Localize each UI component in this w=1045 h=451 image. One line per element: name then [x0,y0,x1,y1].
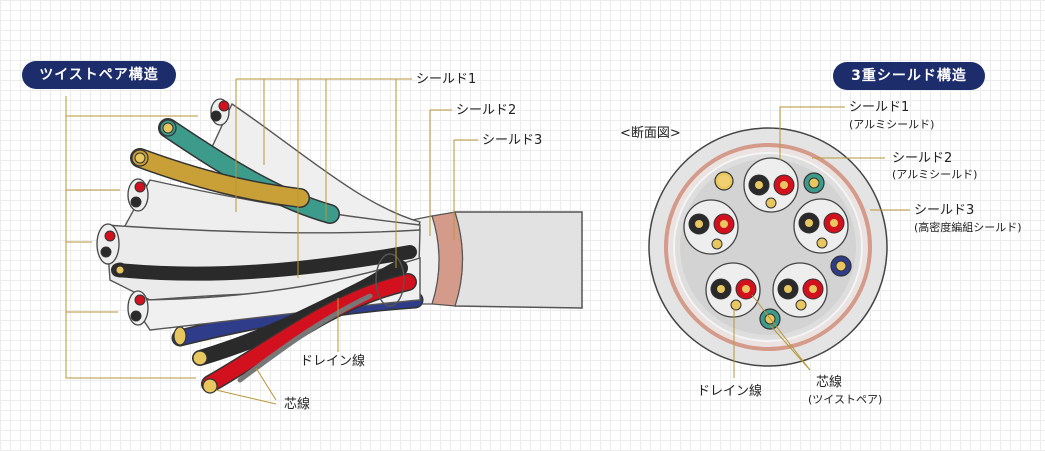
right-label-shield3: シールド3 [914,203,975,218]
left-label-shield1: シールド1 [416,72,477,87]
right-label-shield1-sub: (アルミシールド) [849,118,935,131]
outer-jacket [454,211,583,309]
left-leader-lines [65,78,478,405]
right-leader-lines [733,106,910,378]
drain-wire [237,293,373,383]
pair-top [743,157,799,213]
right-label-core: 芯線 [816,375,843,390]
shield1-foil-bottom [128,257,421,331]
left-label-core: 芯線 [284,397,311,412]
left-label-drain: ドレイン線 [300,354,366,369]
right-label-shield1: シールド1 [849,100,910,115]
right-title-badge: 3重シールド構造 [833,62,985,90]
right-label-shield2-sub: (アルミシールド) [892,168,978,181]
left-label-shield2: シールド2 [456,103,517,118]
left-title-badge: ツイストペア構造 [22,61,176,89]
pair-left [683,199,739,255]
pair-bottom-left [705,262,761,318]
right-label-shield3-sub: (高密度編組シールド) [914,221,1022,234]
pair-bottom-right [772,262,828,318]
pair-right [793,198,849,254]
right-label-drain: ドレイン線 [697,384,763,399]
cross-section [648,127,888,367]
cable-illustration [96,98,583,394]
left-label-shield3: シールド3 [482,133,543,148]
right-label-core-sub: (ツイストペア) [808,393,883,406]
cross-section-caption: <断面図> [620,126,681,141]
right-label-shield2: シールド2 [892,151,953,166]
wire-ends [96,98,230,326]
